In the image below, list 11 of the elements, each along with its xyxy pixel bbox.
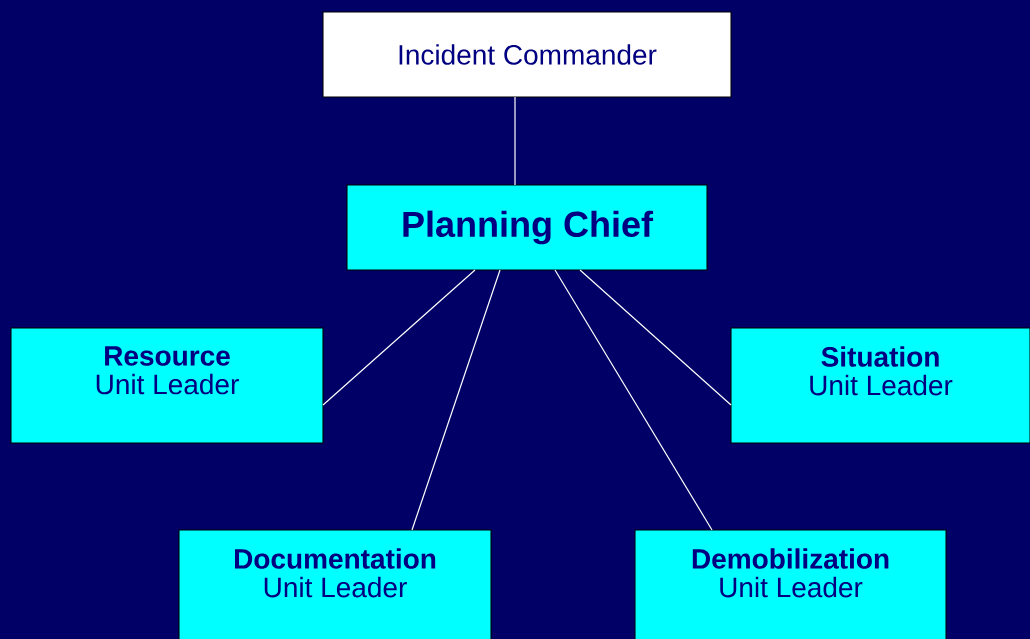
connector-line bbox=[579, 269, 732, 406]
commander-box: Incident Commander bbox=[322, 11, 732, 98]
connector-line bbox=[554, 269, 713, 531]
unit-box: Situation Unit Leader bbox=[730, 327, 1030, 444]
unit-box: Demobilization Unit Leader bbox=[634, 529, 947, 639]
unit-box: Resource Unit Leader bbox=[10, 327, 324, 444]
unit-box: Documentation Unit Leader bbox=[178, 529, 492, 639]
connector-line bbox=[322, 269, 476, 406]
connector-line bbox=[514, 96, 516, 186]
connector-line bbox=[411, 269, 501, 531]
chief-box: Planning Chief bbox=[346, 184, 708, 271]
